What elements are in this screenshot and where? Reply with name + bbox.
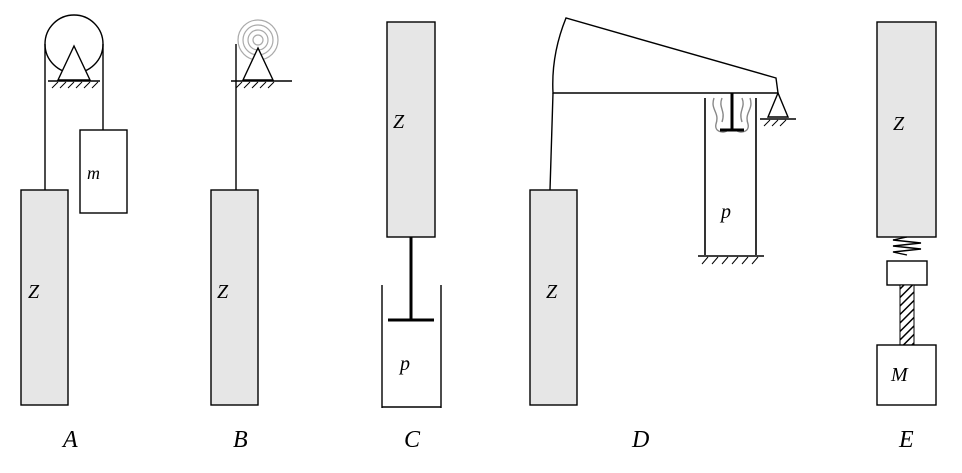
chamber-label: p [719,201,731,223]
pulley-support-triangle [56,44,92,81]
bellows [712,97,752,133]
mass-block [876,344,937,406]
pivot-support-triangle [766,91,790,118]
lead-screw [899,284,915,346]
column-z [386,21,436,238]
ground-hatch [231,80,292,89]
zigzag-spring [892,236,922,256]
spring-support-triangle [241,46,275,81]
column-label: Z [217,281,229,303]
column-label: Z [393,111,405,133]
panel-caption: A [61,427,78,453]
panel-caption: C [404,427,421,453]
column-z [876,21,937,238]
ground-hatch [48,80,100,89]
pivot-ground-hatch [760,118,796,127]
panel-b: Z B [210,19,292,453]
panel-e: Z M E [876,21,937,453]
panel-a: m Z A [20,14,128,453]
column-z [210,189,259,406]
column-label: Z [28,281,40,303]
mass-label: m [87,163,100,183]
panel-caption: E [898,427,914,453]
panel-c: Z p C [381,21,442,453]
chamber-label: p [398,353,410,375]
column-z [20,189,69,406]
sector-lever-arm [552,17,779,94]
panel-d: p Z D [529,17,796,453]
panel-caption: B [233,427,248,453]
nut-block [886,260,928,286]
mass-block [79,129,128,214]
mass-label: M [890,364,909,386]
column-label: Z [546,281,558,303]
pressure-cylinder [698,98,764,265]
column-label: Z [893,113,905,135]
panel-caption: D [631,427,649,453]
column-z [529,189,578,406]
pressure-cylinder [381,285,442,408]
cable [549,92,554,191]
